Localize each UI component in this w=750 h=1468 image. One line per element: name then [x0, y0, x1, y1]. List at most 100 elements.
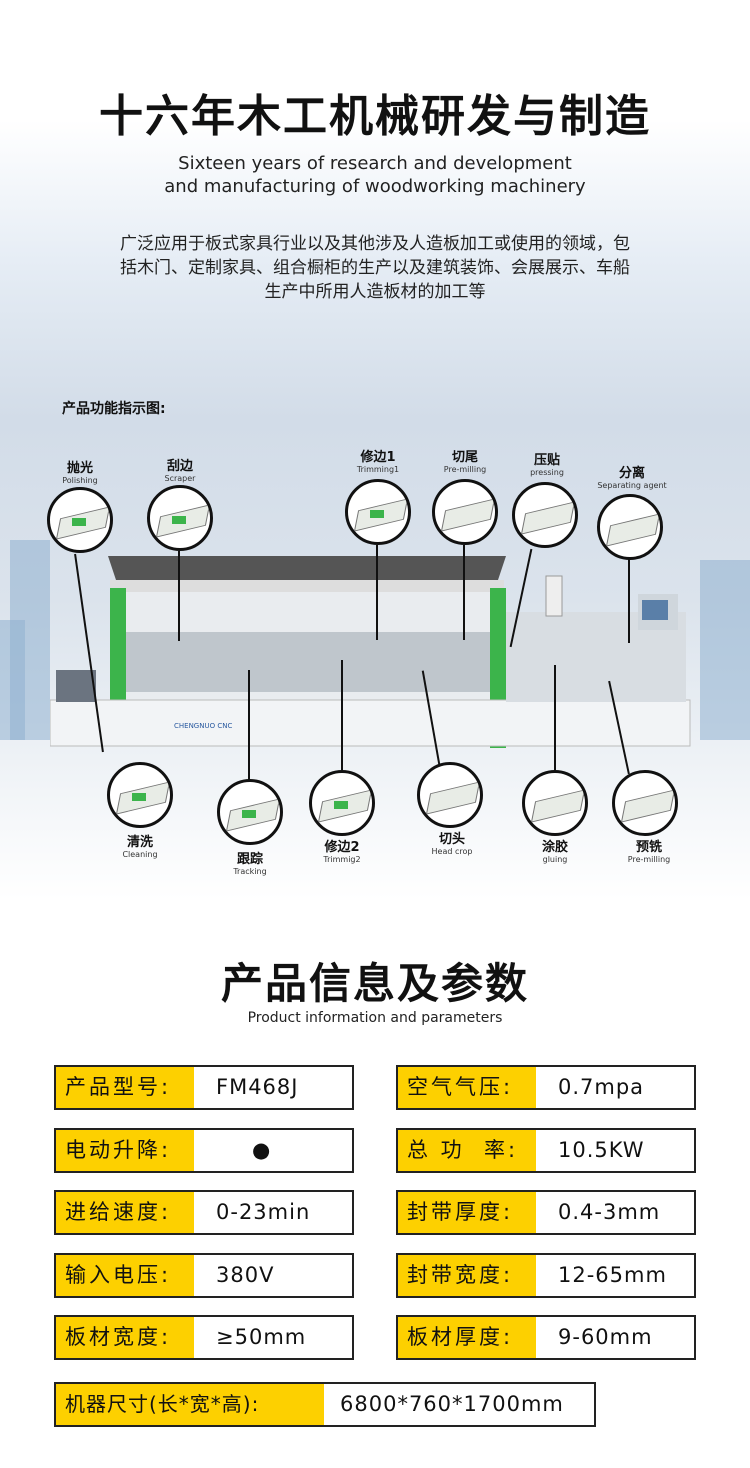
- param-label: 总 功 率:: [398, 1130, 536, 1171]
- leader-line: [178, 551, 180, 641]
- param-row: 板材宽度: ≥50mm: [54, 1315, 354, 1360]
- callout-label: 涂胶: [541, 840, 568, 855]
- callout-sublabel: Scraper: [164, 474, 196, 483]
- param-label: 板材厚度:: [398, 1317, 536, 1358]
- params-subtitle: Product information and parameters: [247, 1010, 503, 1026]
- gluing-icon: [522, 770, 588, 836]
- callout-label: 预铣: [635, 840, 662, 855]
- param-value: 6800*760*1700mm: [340, 1392, 564, 1416]
- param-label: 进给速度:: [56, 1192, 194, 1233]
- param-label: 电动升降:: [56, 1130, 194, 1171]
- param-row: 产品型号: FM468J: [54, 1065, 354, 1110]
- scraper-icon: [147, 485, 213, 551]
- callout-sublabel: pressing: [530, 468, 564, 477]
- param-value: 10.5KW: [558, 1138, 645, 1162]
- callout-label: 清洗: [126, 835, 153, 850]
- callout-label: 压贴: [533, 453, 560, 468]
- param-label: 产品型号:: [56, 1067, 194, 1108]
- cleaning-icon: [107, 762, 173, 828]
- leader-line: [248, 670, 250, 780]
- param-value: FM468J: [216, 1075, 299, 1099]
- callout-label: 刮边: [166, 459, 193, 474]
- callout-label: 抛光: [66, 461, 93, 476]
- callout-sublabel: Head crop: [431, 847, 473, 856]
- head-crop-icon: [417, 762, 483, 828]
- callout-label: 修边1: [360, 450, 396, 465]
- param-value: 9-60mm: [558, 1325, 653, 1349]
- param-value: 380V: [216, 1263, 275, 1287]
- leader-line: [376, 545, 378, 640]
- callout-sublabel: Pre-milling: [443, 465, 487, 474]
- edge-banding-machine: CHENGNUO CNC: [50, 556, 691, 748]
- page-title: 十六年木工机械研发与制造: [99, 91, 651, 142]
- param-value: 0-23min: [216, 1200, 311, 1224]
- building: [0, 620, 25, 740]
- params-title: 产品信息及参数: [220, 959, 529, 1008]
- param-value: ≥50mm: [216, 1325, 307, 1349]
- callout-sublabel: gluing: [542, 855, 568, 864]
- subtitle-line: Sixteen years of research and developmen…: [178, 153, 572, 174]
- param-row: 输入电压: 380V: [54, 1253, 354, 1298]
- leader-line: [628, 558, 630, 643]
- separating-agent-icon: [597, 494, 663, 560]
- param-value: 12-65mm: [558, 1263, 667, 1287]
- param-row: 空气气压: 0.7mpa: [396, 1065, 696, 1110]
- leader-line: [554, 665, 556, 770]
- param-label: 空气气压:: [398, 1067, 536, 1108]
- building: [700, 560, 750, 740]
- background: [0, 0, 750, 900]
- callout-label: 分离: [618, 466, 645, 481]
- leader-line: [341, 660, 343, 770]
- pre-milling-icon: [612, 770, 678, 836]
- callout-sublabel: Trimming1: [356, 465, 400, 474]
- callout-sublabel: Polishing: [62, 476, 98, 485]
- callout-sublabel: Tracking: [233, 867, 267, 876]
- callout-sublabel: Cleaning: [122, 850, 158, 859]
- param-row: 封带宽度: 12-65mm: [396, 1253, 696, 1298]
- tracking-icon: [217, 779, 283, 845]
- param-row: 电动升降: ●: [54, 1128, 354, 1173]
- trimming2-icon: [309, 770, 375, 836]
- param-label: 板材宽度:: [56, 1317, 194, 1358]
- subtitle-line: and manufacturing of woodworking machine…: [164, 176, 586, 197]
- callout-sublabel: Separating agent: [597, 481, 667, 490]
- param-row: 封带厚度: 0.4-3mm: [396, 1190, 696, 1235]
- callout-sublabel: Trimmig2: [323, 855, 361, 864]
- param-row: 机器尺寸(长*宽*高): 6800*760*1700mm: [54, 1382, 596, 1427]
- description: 广泛应用于板式家具行业以及其他涉及人造板加工或使用的领域，包括木门、定制家具、组…: [120, 234, 630, 302]
- param-label: 机器尺寸(长*宽*高):: [56, 1384, 324, 1425]
- param-row: 进给速度: 0-23min: [54, 1190, 354, 1235]
- param-label: 封带厚度:: [398, 1192, 536, 1233]
- machine-brand: CHENGNUO CNC: [174, 722, 232, 730]
- param-label: 输入电压:: [56, 1255, 194, 1296]
- param-row: 总 功 率: 10.5KW: [396, 1128, 696, 1173]
- page-subtitle: Sixteen years of research and developmen…: [0, 152, 750, 198]
- callout-label: 切头: [438, 832, 465, 847]
- leader-line: [463, 545, 465, 640]
- param-value: ●: [252, 1138, 272, 1162]
- end-cut-icon: [432, 479, 498, 545]
- param-row: 板材厚度: 9-60mm: [396, 1315, 696, 1360]
- diagram-title: 产品功能指示图:: [62, 401, 166, 417]
- param-value: 0.4-3mm: [558, 1200, 661, 1224]
- pressing-rollers-icon: [512, 482, 578, 548]
- param-value: 0.7mpa: [558, 1075, 645, 1099]
- callout-label: 跟踪: [236, 852, 263, 867]
- callout-sublabel: Pre-milling: [627, 855, 671, 864]
- polishing-icon: [47, 487, 113, 553]
- trimming-icon: [345, 479, 411, 545]
- callout-label: 切尾: [451, 450, 478, 465]
- param-label: 封带宽度:: [398, 1255, 536, 1296]
